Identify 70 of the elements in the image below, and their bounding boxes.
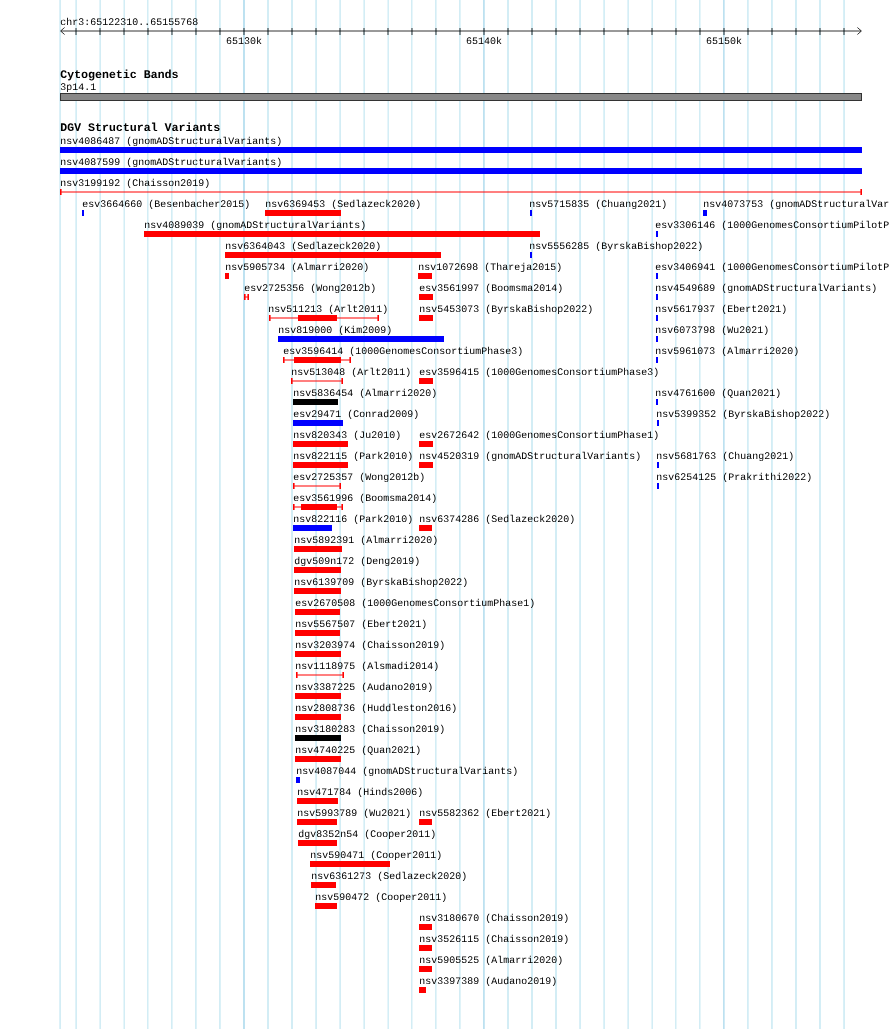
- variant-label: esv3561996 (Boomsma2014): [293, 493, 436, 504]
- variant-label: nsv4073753 (gnomADStructuralVar: [704, 199, 889, 210]
- variant-label: nsv513048 (Arlt2011): [292, 367, 410, 378]
- variant-label: esv2672642 (1000GenomesConsortiumPhase1): [419, 430, 658, 441]
- variant-label: nsv5556285 (ByrskaBishop2022): [530, 241, 702, 252]
- variant-label: nsv4087599 (gnomADStructuralVariants): [61, 157, 281, 168]
- variant-label: nsv6254125 (Prakrithi2022): [657, 472, 811, 483]
- variant-label: nsv3397389 (Audano2019): [420, 976, 556, 987]
- track-heading: Cytogenetic Bands: [60, 69, 178, 81]
- variant-label: nsv822115 (Park2010): [294, 451, 412, 462]
- variant-label: nsv4549689 (gnomADStructuralVariants): [656, 283, 876, 294]
- variant-label: nsv3203974 (Chaisson2019): [296, 640, 444, 651]
- variant-label: nsv4761600 (Quan2021): [656, 388, 780, 399]
- variant-label: nsv471784 (Hinds2006): [298, 787, 422, 798]
- variant-label: nsv6361273 (Sedlazeck2020): [312, 871, 466, 882]
- variant-label: esv2725357 (Wong2012b): [293, 472, 424, 483]
- variant-label: nsv5453073 (ByrskaBishop2022): [420, 304, 592, 315]
- variant-label: esv29471 (Conrad2009): [293, 409, 418, 420]
- variant-label: nsv590471 (Cooper2011): [311, 850, 441, 861]
- variant-label: nsv1118975 (Alsmadi2014): [296, 661, 438, 672]
- tick-label: 65140k: [466, 36, 502, 45]
- variant-label: nsv4086487 (gnomADStructuralVariants): [61, 136, 281, 147]
- variant-label: nsv4740225 (Quan2021): [296, 745, 420, 756]
- variant-label: dgv509n172 (Deng2019): [294, 556, 419, 567]
- variant-label: nsv1072698 (Thareja2015): [419, 262, 561, 273]
- variant-label: nsv590472 (Cooper2011): [316, 892, 446, 903]
- variant-label: nsv3180283 (Chaisson2019): [296, 724, 444, 735]
- variant-label: nsv5582362 (Ebert2021): [420, 808, 550, 819]
- track-heading: DGV Structural Variants: [60, 122, 220, 132]
- variant-label: dgv8352n54 (Cooper2011): [298, 829, 435, 840]
- tick-label: 65150k: [706, 36, 742, 45]
- variant-label: nsv6374286 (Sedlazeck2020): [420, 514, 574, 525]
- variant-label: nsv5961073 (Almarri2020): [656, 346, 798, 357]
- variant-label: nsv5567507 (Ebert2021): [296, 619, 426, 630]
- band-label: 3p14.1: [60, 83, 96, 93]
- variant-label: nsv2808736 (Huddleston2016): [296, 703, 456, 714]
- variant-label: nsv5892391 (Almarri2020): [295, 535, 437, 546]
- variant-label: nsv6073798 (Wu2021): [656, 325, 768, 336]
- variant-label: nsv5905525 (Almarri2020): [420, 955, 562, 966]
- variant-label: nsv5681763 (Chuang2021): [657, 451, 793, 462]
- variant-label: esv3306146 (1000GenomesConsortiumPilotP: [655, 220, 889, 231]
- variant-label: esv3561997 (Boomsma2014): [419, 283, 562, 294]
- variant-label: nsv5399352 (ByrskaBishop2022): [657, 409, 829, 420]
- variant-label: nsv3387225 (Audano2019): [296, 682, 432, 693]
- variant-label: esv3664660 (Besenbacher2015): [82, 199, 249, 210]
- variant-label: nsv6369453 (Sedlazeck2020): [266, 199, 420, 210]
- variant-label: nsv5993789 (Wu2021): [298, 808, 410, 819]
- variant-label: esv2670508 (1000GenomesConsortiumPhase1): [295, 598, 534, 609]
- variant-label: esv3596415 (1000GenomesConsortiumPhase3): [419, 367, 658, 378]
- variant-label: nsv5617937 (Ebert2021): [656, 304, 786, 315]
- variant-label: nsv6139709 (ByrskaBishop2022): [295, 577, 467, 588]
- position-label: chr3:65122310..65155768: [60, 17, 198, 26]
- variant-label: esv3406941 (1000GenomesConsortiumPilotP: [655, 262, 889, 273]
- variant-label: nsv819000 (Kim2009): [279, 325, 391, 336]
- variant-label: nsv3180670 (Chaisson2019): [420, 913, 568, 924]
- tick-label: 65130k: [226, 36, 262, 45]
- variant-label: nsv822116 (Park2010): [294, 514, 412, 525]
- variant-label: nsv3526115 (Chaisson2019): [420, 934, 568, 945]
- variant-label: nsv820343 (Ju2010): [294, 430, 400, 441]
- variant-label: nsv511213 (Arlt2011): [269, 304, 387, 315]
- variant-label: nsv5715835 (Chuang2021): [530, 199, 666, 210]
- variant-label: nsv5905734 (Almarri2020): [226, 262, 368, 273]
- variant-label: nsv4520319 (gnomADStructuralVariants): [420, 451, 640, 462]
- variant-label: nsv6364043 (Sedlazeck2020): [226, 241, 380, 252]
- variant-label: nsv5836454 (Almarri2020): [294, 388, 436, 399]
- variant-label: nsv3199192 (Chaisson2019): [61, 178, 209, 189]
- variant-label: nsv4089039 (gnomADStructuralVariants): [145, 220, 365, 231]
- variant-label: esv3596414 (1000GenomesConsortiumPhase3): [283, 346, 522, 357]
- variant-label: esv2725356 (Wong2012b): [244, 283, 375, 294]
- variant-label: nsv4087044 (gnomADStructuralVariants): [297, 766, 517, 777]
